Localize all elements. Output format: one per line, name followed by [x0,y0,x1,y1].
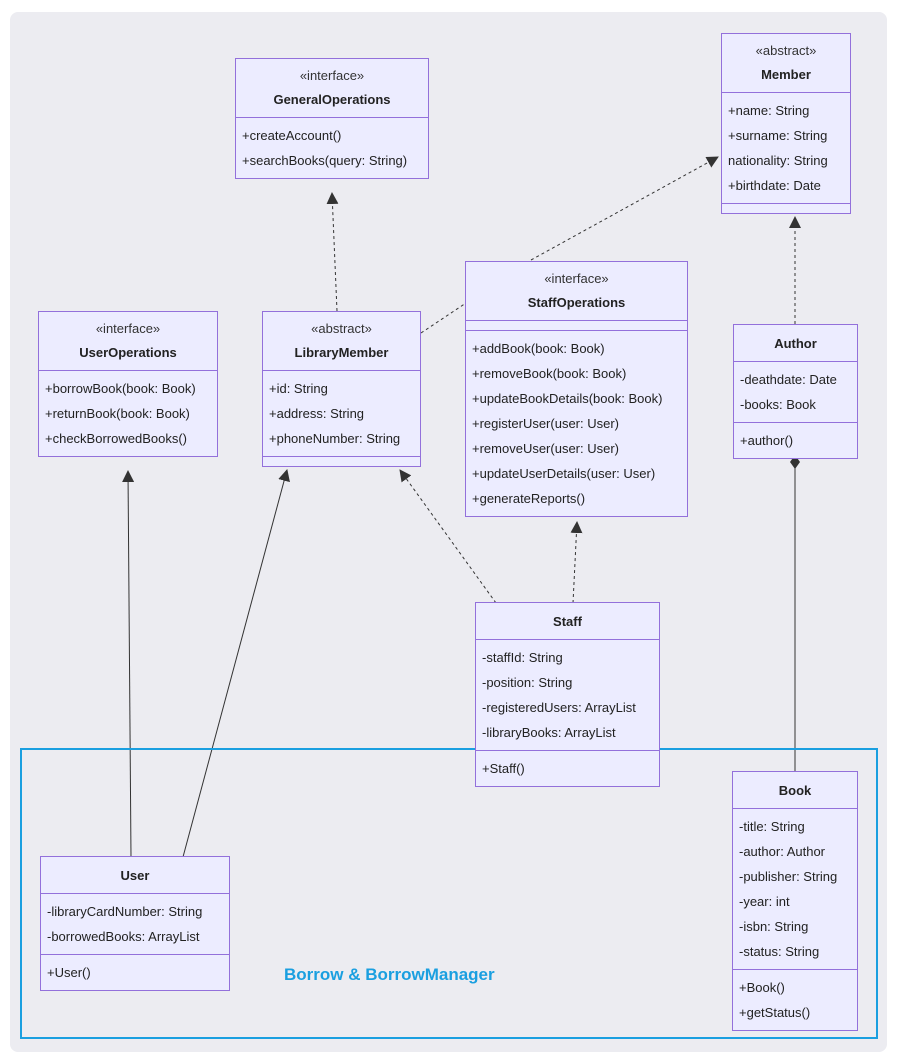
methods-section: +addBook(book: Book) +removeBook(book: B… [466,330,687,516]
stereotype-label: «abstract» [755,43,817,58]
class-author[interactable]: Author -deathdate: Date -books: Book +au… [733,324,858,459]
methods-section [722,203,850,213]
attribute: -libraryCardNumber: String [47,904,203,919]
class-name: Staff [553,614,582,629]
stereotype-label: «interface» [299,68,365,83]
class-header: User [41,857,229,893]
methods-section [263,456,420,466]
methods-section: +borrowBook(book: Book) +returnBook(book… [39,370,217,456]
attribute: -deathdate: Date [740,372,837,387]
method: +Book() [739,980,785,995]
attribute: -isbn: String [739,919,809,934]
class-name: Author [774,336,817,351]
method: +removeUser(user: User) [472,441,620,456]
class-header: Book [733,772,857,808]
attributes-section: -title: String -author: Author -publishe… [733,808,857,969]
class-header: Author [734,325,857,361]
class-header: «interface» UserOperations [39,312,217,370]
attributes-section [466,320,687,330]
methods-section: +User() [41,954,229,990]
method: +Staff() [482,761,525,776]
attribute: -registeredUsers: ArrayList [482,700,636,715]
class-member[interactable]: «abstract» Member +name: String +surname… [721,33,851,214]
method: +author() [740,433,794,448]
class-name: LibraryMember [294,345,389,360]
attribute: -author: Author [739,844,825,859]
attribute: -title: String [739,819,805,834]
methods-section: +Staff() [476,750,659,786]
method: +updateBookDetails(book: Book) [472,391,663,406]
method: +borrowBook(book: Book) [45,381,196,396]
attribute: -borrowedBooks: ArrayList [47,929,200,944]
borrow-group-label: Borrow & BorrowManager [284,965,495,984]
attribute: +birthdate: Date [728,178,821,193]
method: +createAccount() [242,128,342,143]
class-header: «abstract» LibraryMember [263,312,420,370]
method: +checkBorrowedBooks() [45,431,187,446]
stereotype-label: «interface» [544,271,609,286]
attribute: -publisher: String [739,869,838,884]
attribute: -year: int [739,894,790,909]
class-user[interactable]: User -libraryCardNumber: String -borrowe… [40,856,230,991]
methods-section: +author() [734,422,857,458]
attribute: +phoneNumber: String [269,431,401,446]
class-staff[interactable]: Staff -staffId: String -position: String… [475,602,660,787]
attribute: +address: String [269,406,365,421]
class-header: «abstract» Member [722,34,850,92]
class-name: User [120,868,150,883]
attribute: -libraryBooks: ArrayList [482,725,616,740]
class-name: Book [778,783,812,798]
method: +searchBooks(query: String) [242,153,408,168]
method: +User() [47,965,91,980]
attribute: -books: Book [740,397,816,412]
attribute: nationality: String [728,153,828,168]
class-header: «interface» StaffOperations [466,262,687,320]
stereotype-label: «interface» [95,321,161,336]
method: +generateReports() [472,491,586,506]
attributes-section: -libraryCardNumber: String -borrowedBook… [41,893,229,954]
class-library-member[interactable]: «abstract» LibraryMember +id: String +ad… [262,311,421,467]
attribute: +name: String [728,103,810,118]
method: +getStatus() [739,1005,811,1020]
class-user-operations[interactable]: «interface» UserOperations +borrowBook(b… [38,311,218,457]
attribute: -staffId: String [482,650,563,665]
method: +removeBook(book: Book) [472,366,627,381]
attribute: +id: String [269,381,328,396]
attributes-section: +id: String +address: String +phoneNumbe… [263,370,420,456]
stereotype-label: «abstract» [311,321,372,336]
method: +returnBook(book: Book) [45,406,190,421]
class-staff-operations[interactable]: «interface» StaffOperations +addBook(boo… [465,261,688,517]
class-book[interactable]: Book -title: String -author: Author -pub… [732,771,858,1031]
class-name: GeneralOperations [273,92,391,107]
class-header: Staff [476,603,659,639]
class-name: StaffOperations [527,295,626,310]
attribute: -position: String [482,675,573,690]
method: +updateUserDetails(user: User) [472,466,656,481]
attribute: +surname: String [728,128,828,143]
class-general-operations[interactable]: «interface» GeneralOperations +createAcc… [235,58,429,179]
method: +addBook(book: Book) [472,341,605,356]
attributes-section: -deathdate: Date -books: Book [734,361,857,422]
attributes-section: +name: String +surname: String nationali… [722,92,850,203]
class-name: Member [761,67,811,82]
class-header: «interface» GeneralOperations [236,59,428,117]
methods-section: +createAccount() +searchBooks(query: Str… [236,117,428,178]
method: +registerUser(user: User) [472,416,620,431]
attributes-section: -staffId: String -position: String -regi… [476,639,659,750]
attribute: -status: String [739,944,820,959]
class-name: UserOperations [79,345,177,360]
methods-section: +Book() +getStatus() [733,969,857,1030]
